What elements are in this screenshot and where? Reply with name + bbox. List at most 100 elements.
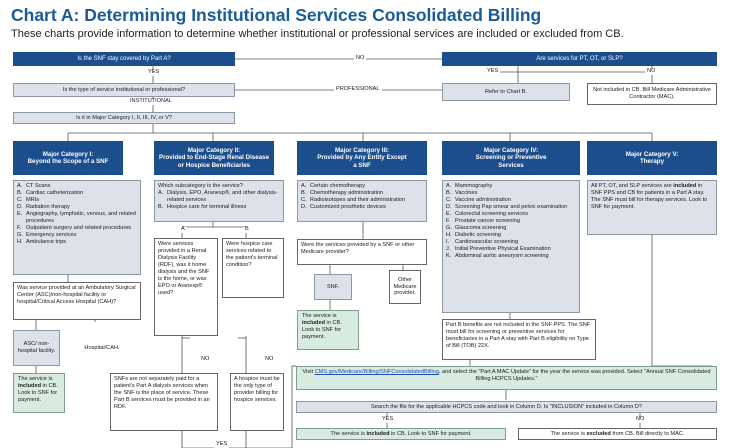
list-item-text: Cardiovascular screening [455, 238, 519, 245]
list-item-text: Radioisotopes and their administration [310, 196, 406, 203]
list-item-key: A. [301, 183, 307, 189]
result-included: The service is included in CB. Look to S… [296, 428, 506, 440]
category-2-list: Which subcategory is the service? A.Dial… [154, 180, 284, 222]
asc-facility: ASC/ non-hospital facility. [13, 330, 60, 366]
category-3-header: Major Category III: Provided by Any Enti… [297, 141, 427, 175]
list-item: D.Radiation therapy [17, 204, 137, 211]
category-5-header: Major Category V: Therapy [587, 141, 717, 175]
question-therapy: Are services for PT, OT, or SLP? [442, 52, 717, 66]
list-item-text: Prostate cancer screening [455, 217, 520, 224]
list-item: B.Vaccines [446, 190, 576, 197]
label-yes-part-a: YES [146, 69, 162, 76]
category-5-heading: Major Category V: [625, 150, 679, 158]
list-item-text: Angiography, lymphatic, venous, and rela… [26, 210, 136, 224]
label-professional: PROFESSIONAL [334, 86, 382, 93]
visit-instructions: Visit CMS.gov/Medicare/Billing/SNFConsol… [296, 366, 717, 390]
hospital-cah: Hospital/CAH. [76, 322, 128, 374]
list-item-text: Initial Preventive Physical Examination [455, 245, 551, 252]
result-emphasis: included [302, 319, 325, 326]
label-no-hospice: NO [263, 356, 276, 363]
list-item-key: F. [17, 224, 22, 231]
list-item: B.Cardiac catheterization [17, 190, 137, 197]
category-2-question: Which subcategory is the service? [158, 183, 243, 189]
category-4-title: Screening or Preventive Services [475, 154, 547, 169]
result-emphasis: excluded [586, 430, 611, 437]
list-item-text: Chemotherapy administration [310, 189, 384, 196]
list-item-text: Emergency services [26, 231, 77, 238]
search-instructions: Search the file for the applicable HCPCS… [296, 401, 717, 413]
result-text: The service is [550, 430, 587, 437]
category-3-title: Provided by Any Entity Except a SNF [317, 154, 407, 169]
list-item-text: Diabetic screening [455, 231, 502, 238]
list-item: A.CT Scans [17, 183, 137, 190]
question-major-category: Is it in Major Category I, II, III, IV, … [13, 112, 235, 124]
list-item-text: CT Scans [26, 183, 51, 189]
list-item-text: Outpatient surgery and related procedure… [26, 224, 132, 231]
list-item-key: H. [17, 238, 23, 245]
list-item-key: E. [17, 210, 23, 217]
list-item: A.Dialysis, EPO, Aranesp®, and other dia… [158, 190, 280, 204]
list-item-text: Hospice care for terminal illness [167, 203, 247, 210]
result-text-end: in CB. Look to SNF for payment. [389, 430, 472, 437]
list-item-key: C. [446, 196, 452, 203]
list-item: C.MRIs [17, 197, 137, 204]
result-emphasis: included [18, 382, 41, 389]
list-item: A.Mammography [446, 183, 576, 190]
list-item: F.Prostate cancer screening [446, 218, 576, 225]
label-yes-bottom: YES [214, 441, 230, 448]
snf-cb-link[interactable]: CMS.gov/Medicare/Billing/SNFConsolidated… [314, 369, 439, 375]
list-item-key: A. [446, 183, 452, 189]
list-item-text: Colorectal screening services [455, 210, 529, 217]
result-text-end: in CB. Look to SNF for payment. [302, 319, 342, 340]
list-item: H.Diabetic screening [446, 232, 576, 239]
list-item: C.Radioisotopes and their administration [301, 197, 423, 204]
label-institutional: INSTITUTIONAL [128, 98, 174, 105]
list-item-text: Radiation therapy [26, 203, 70, 210]
list-item: E.Colorectal screening services [446, 211, 576, 218]
list-item-key: G. [17, 231, 23, 238]
list-item: B.Chemotherapy administration [301, 190, 423, 197]
list-item-text: MRIs [26, 196, 40, 203]
snf-provider: SNF. [314, 274, 352, 300]
label-no-part-a: NO [354, 55, 367, 62]
list-item-text: Cardiac catheterization [26, 189, 84, 196]
list-item-key: A. [158, 189, 164, 196]
page-subtitle: These charts provide information to dete… [11, 28, 624, 40]
list-item: G.Emergency services [17, 232, 137, 239]
list-item: I. Cardiovascular screening [446, 239, 576, 246]
question-service-type: Is the type of service institutional or … [13, 83, 235, 97]
list-item-key: D. [301, 203, 307, 210]
list-item-key: C. [301, 196, 307, 203]
category-1-title: Beyond the Scope of a SNF [27, 158, 109, 165]
list-item-key: C. [17, 196, 23, 203]
category-5-note: All PT, OT, and SLP services are include… [587, 180, 717, 235]
category-4-header: Major Category IV: Screening or Preventi… [442, 141, 580, 175]
not-included-mac: Not included in CB. Bill Medicare Admini… [587, 83, 717, 105]
list-item-key: D. [17, 203, 23, 210]
list-item-text: Glaucoma screening [455, 224, 507, 231]
list-item-text: Mammography [455, 183, 493, 189]
category-3-heading: Major Category III: [335, 146, 389, 154]
category-2-heading: Major Category II: [187, 146, 241, 154]
category-3-result: The service is included in CB. Look to S… [297, 310, 359, 350]
category-5-title: Therapy [639, 158, 665, 165]
label-no-inclusion: NO [634, 416, 647, 423]
list-item-key: B. [301, 189, 307, 196]
refer-chart-b: Refer to Chart B. [442, 83, 570, 101]
label-b: B [243, 226, 251, 233]
list-item: F. Outpatient surgery and related procedu… [17, 225, 137, 232]
category-2-header: Major Category II: Provided to End-Stage… [154, 141, 274, 175]
list-item-text: Vaccines [455, 189, 478, 196]
result-text-end: from CB. Bill directly to MAC. [610, 430, 685, 437]
list-item-text: Vaccine administration [455, 196, 511, 203]
list-item-key: D. [446, 203, 452, 210]
label-a: A [179, 226, 187, 233]
list-item: D.Customized prosthetic devices [301, 204, 423, 211]
list-item-key: A. [17, 183, 23, 189]
list-item-key: G. [446, 224, 452, 231]
list-item-text: Screening Pap smear and pelvic examinati… [455, 203, 568, 210]
list-item-key: I. [446, 238, 450, 245]
list-item: A.Certain chemotherapy [301, 183, 423, 190]
